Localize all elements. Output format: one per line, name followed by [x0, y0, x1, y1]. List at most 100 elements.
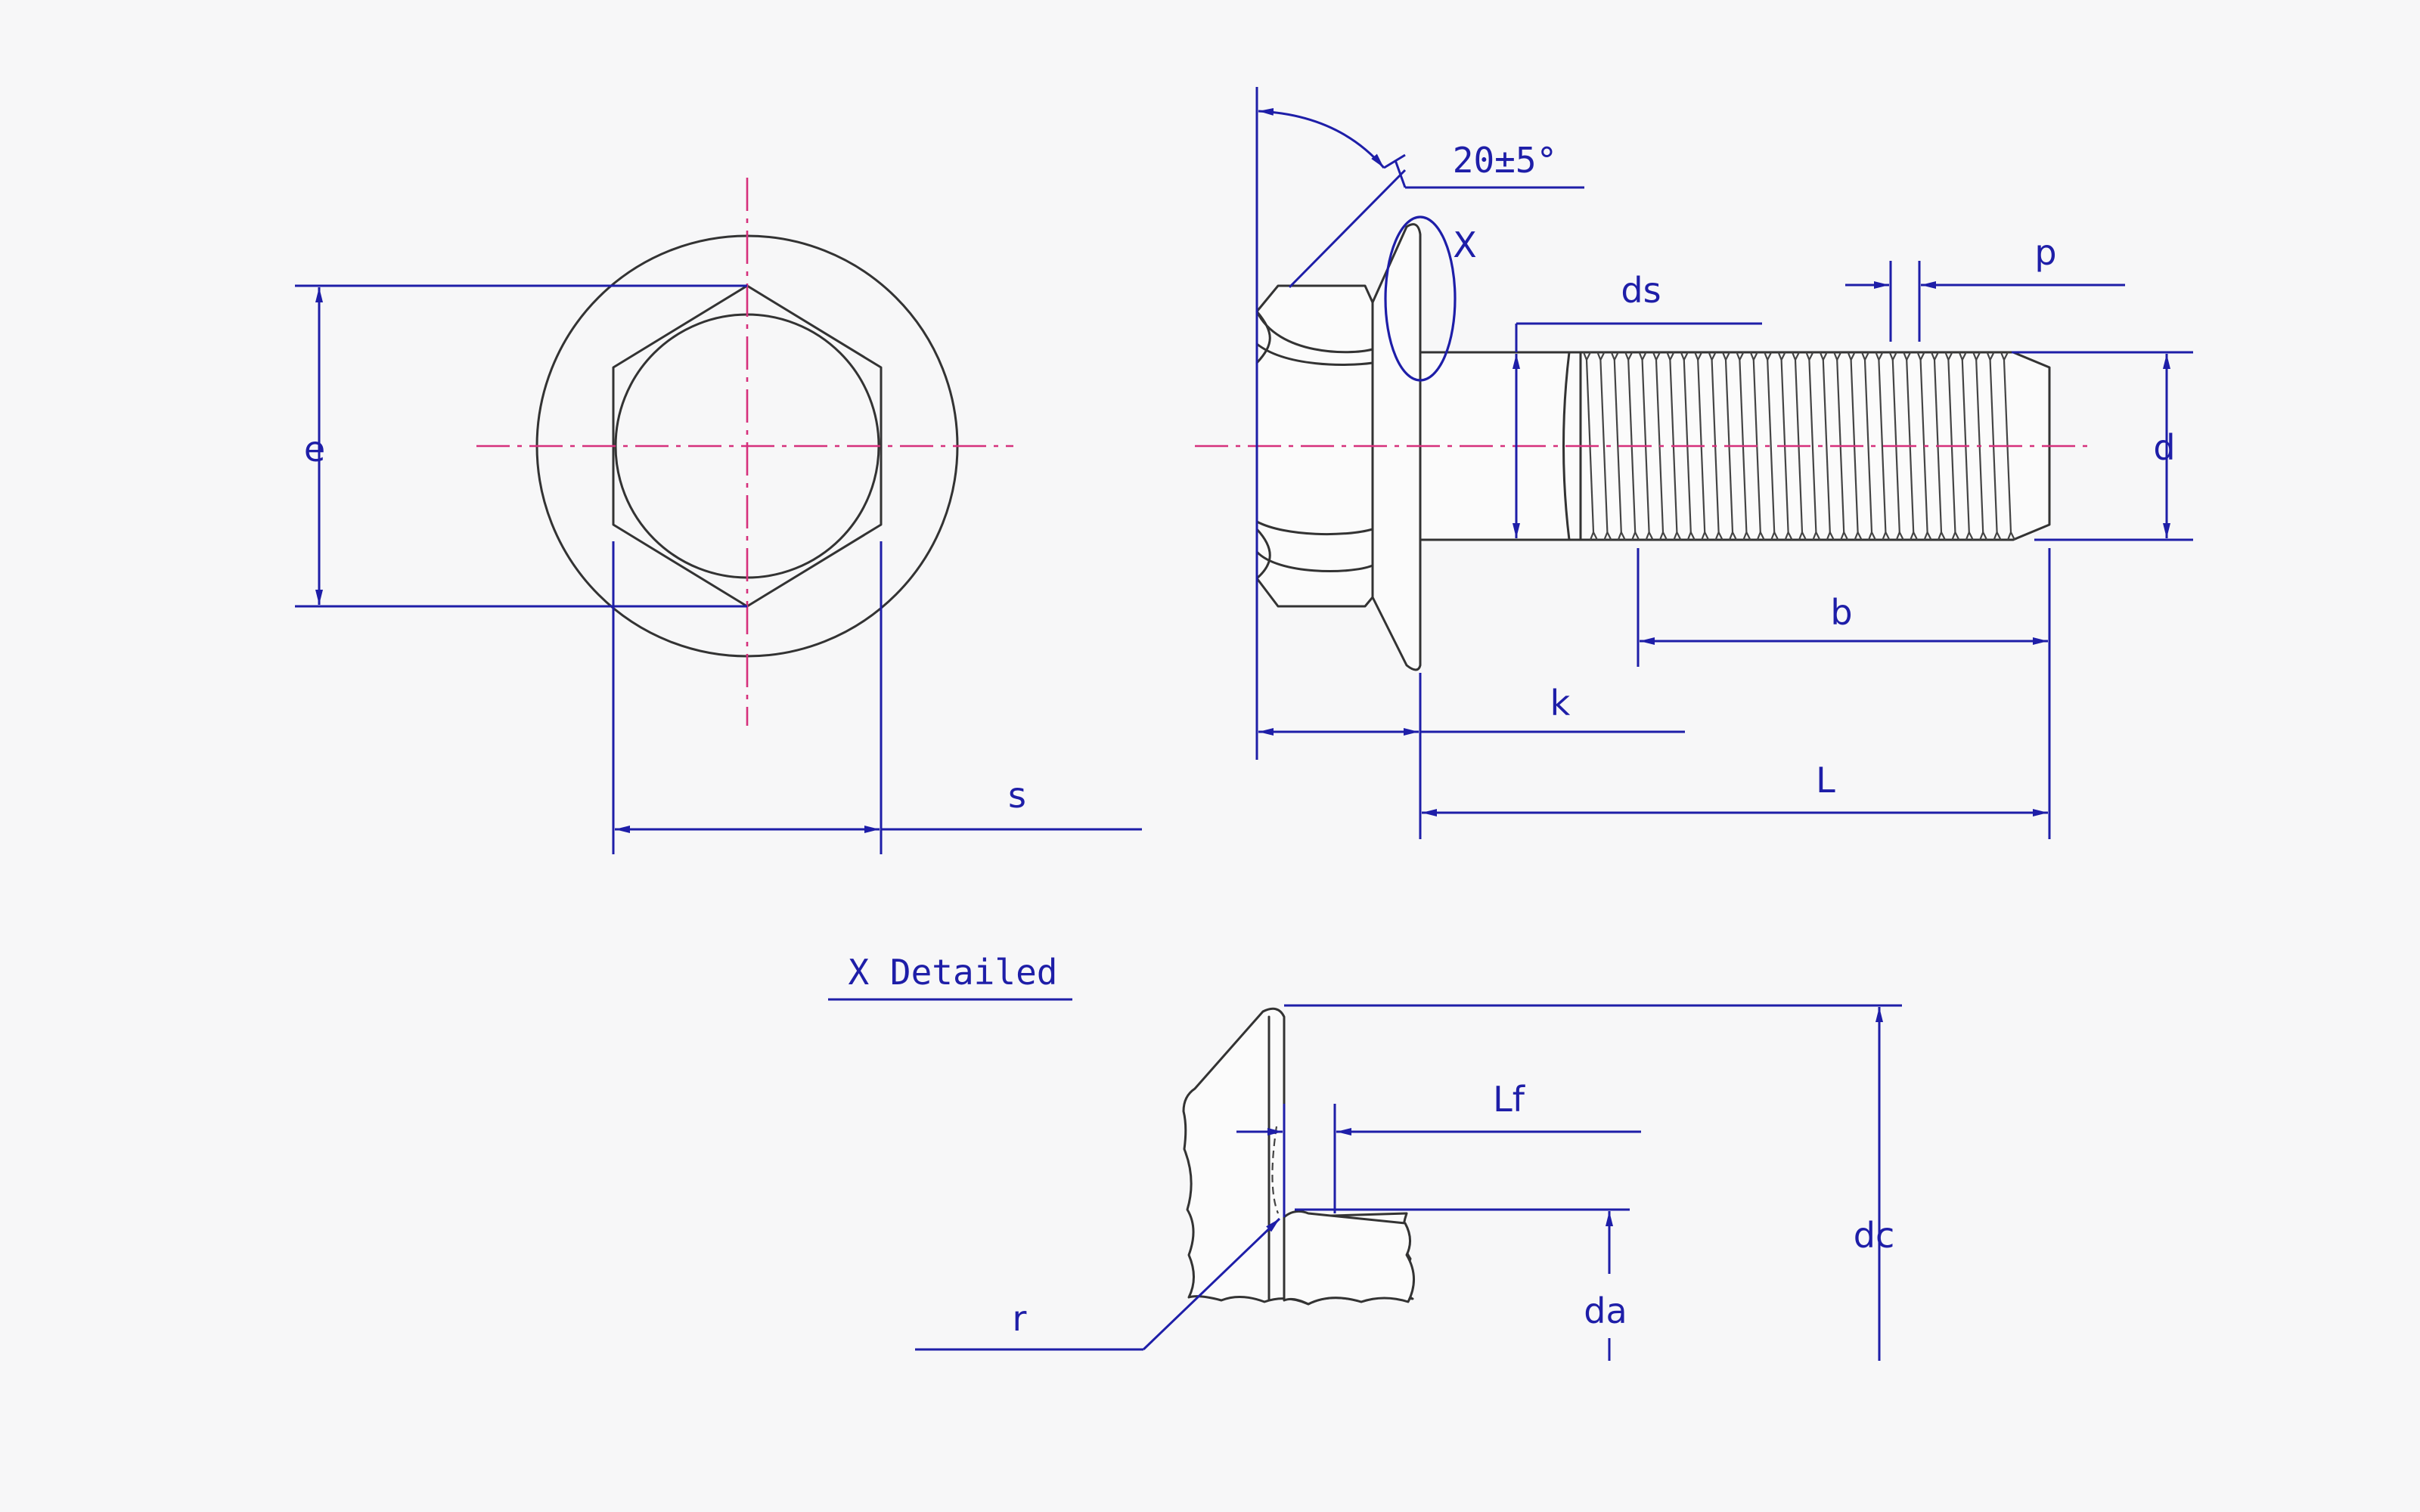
front-view: e s	[295, 178, 1142, 854]
thread-tooth-bottom	[1798, 530, 1807, 541]
thread-tooth-top	[1708, 352, 1717, 362]
thread-tooth-top	[1916, 352, 1925, 362]
dimension-label-k: k	[1550, 683, 1571, 723]
thread-tooth-top	[1749, 352, 1758, 362]
thread-crest	[1822, 359, 1831, 533]
dimension-label-s: s	[1008, 775, 1026, 816]
thread-tooth-bottom	[1631, 530, 1640, 541]
detail-title: X Detailed	[849, 952, 1058, 993]
thread-tooth-top	[1944, 352, 1953, 362]
thread-tooth-bottom	[1882, 530, 1891, 541]
thread-tooth-bottom	[1658, 530, 1668, 541]
thread-tooth-top	[1860, 352, 1869, 362]
thread-tooth-top	[1958, 352, 1967, 362]
thread-tooth-top	[1680, 352, 1689, 362]
hex-arc-upper	[1255, 310, 1271, 364]
thread-tooth-bottom	[1923, 530, 1932, 541]
thread-tooth-bottom	[1951, 530, 1960, 541]
thread-tooth-bottom	[1812, 530, 1821, 541]
angle-ref-flange	[1288, 169, 1407, 289]
thread-tooth-top	[1903, 352, 1912, 362]
thread-tooth-bottom	[2006, 530, 2015, 541]
dimension-label-da: da	[1584, 1290, 1627, 1331]
thread-tooth-top	[1791, 352, 1800, 362]
thread-tooth-bottom	[1756, 530, 1765, 541]
thread-tooth-top	[1610, 352, 1619, 362]
detail-x-mark: X	[1453, 225, 1477, 265]
thread-tooth-top	[1777, 352, 1786, 362]
thread-runout	[1562, 351, 1571, 541]
detail-x-view: X Detailed dc Lf da r	[828, 952, 1902, 1361]
detail-x-ellipse	[1384, 215, 1457, 382]
thread-tooth-bottom	[1840, 530, 1849, 541]
thread-crest	[1613, 359, 1622, 533]
hex-arc-lower	[1255, 528, 1271, 580]
dimension-label-ds: ds	[1621, 270, 1661, 311]
thread-tooth-bottom	[1895, 530, 1904, 541]
dimension-label-b: b	[1830, 592, 1852, 633]
thread-tooth-bottom	[1617, 530, 1626, 541]
hex-flat-middle	[1255, 342, 1374, 536]
thread-tooth-bottom	[1784, 530, 1793, 541]
thread-tooth-top	[1833, 352, 1842, 362]
thread-tooth-bottom	[1728, 530, 1737, 541]
thread-tooth-top	[1847, 352, 1856, 362]
side-view: X 20±5° ds p d b k	[1195, 87, 2193, 839]
thread-tooth-top	[1972, 352, 1981, 362]
thread-tooth-top	[1596, 352, 1606, 362]
detail-shank-section	[1283, 1210, 1416, 1306]
dimension-label-Lf: Lf	[1493, 1079, 1526, 1120]
thread-tooth-top	[1638, 352, 1647, 362]
thread-tooth-bottom	[1826, 530, 1835, 541]
angle-leader-diag	[1394, 160, 1407, 188]
thread-tooth-bottom	[1770, 530, 1779, 541]
thread-tooth-bottom	[1867, 530, 1876, 541]
thread-tooth-bottom	[1742, 530, 1751, 541]
thread-tooth-bottom	[1937, 530, 1946, 541]
thread-tooth-bottom	[1979, 530, 1988, 541]
flange-side	[1371, 223, 1422, 671]
thread-tooth-top	[1652, 352, 1661, 362]
hex-flat-bottom	[1255, 550, 1374, 572]
dimension-label-L: L	[1816, 760, 1835, 801]
thread-crest	[1808, 359, 1817, 533]
thread-tooth-bottom	[1645, 530, 1654, 541]
dimension-label-e: e	[304, 429, 325, 469]
thread-tooth-top	[1875, 352, 1884, 362]
detail-fillet-dashed	[1271, 1126, 1280, 1214]
thread-tooth-bottom	[1589, 530, 1598, 541]
thread-crest	[1599, 359, 1609, 533]
dimension-label-r: r	[1013, 1298, 1027, 1339]
thread-tooth-bottom	[1910, 530, 1919, 541]
thread-tooth-top	[1666, 352, 1675, 362]
thread-tooth-top	[1819, 352, 1828, 362]
thread-tooth-bottom	[1603, 530, 1612, 541]
thread-tooth-bottom	[1673, 530, 1682, 541]
thread-tooth-bottom	[1993, 530, 2002, 541]
dimension-label-p: p	[2034, 232, 2056, 273]
thread-crest	[1878, 359, 1887, 533]
thread-tooth-top	[1764, 352, 1773, 362]
r-leader-diagonal	[1142, 1217, 1281, 1351]
thread-tooth-bottom	[1965, 530, 1974, 541]
angle-label: 20±5°	[1453, 140, 1557, 181]
thread-tooth-bottom	[1686, 530, 1696, 541]
thread-tooth-bottom	[1714, 530, 1723, 541]
thread-tooth-top	[1930, 352, 1939, 362]
dimension-label-dc: dc	[1854, 1215, 1895, 1256]
dimension-label-d: d	[2153, 427, 2175, 468]
thread-tooth-top	[1694, 352, 1703, 362]
thread-tooth-bottom	[1854, 530, 1863, 541]
thread-tooth-top	[1736, 352, 1745, 362]
thread-tooth-top	[1888, 352, 1897, 362]
angle-arc	[1258, 107, 1385, 169]
thread-tooth-top	[1582, 352, 1591, 362]
thread-tooth-top	[1986, 352, 1995, 362]
thread-tooth-top	[1805, 352, 1814, 362]
thread-crest	[1767, 359, 1776, 533]
thread-crest	[1863, 359, 1873, 533]
thread-tooth-top	[1624, 352, 1634, 362]
thread-tooth-bottom	[1701, 530, 1710, 541]
thread-tooth-top	[2000, 352, 2009, 362]
